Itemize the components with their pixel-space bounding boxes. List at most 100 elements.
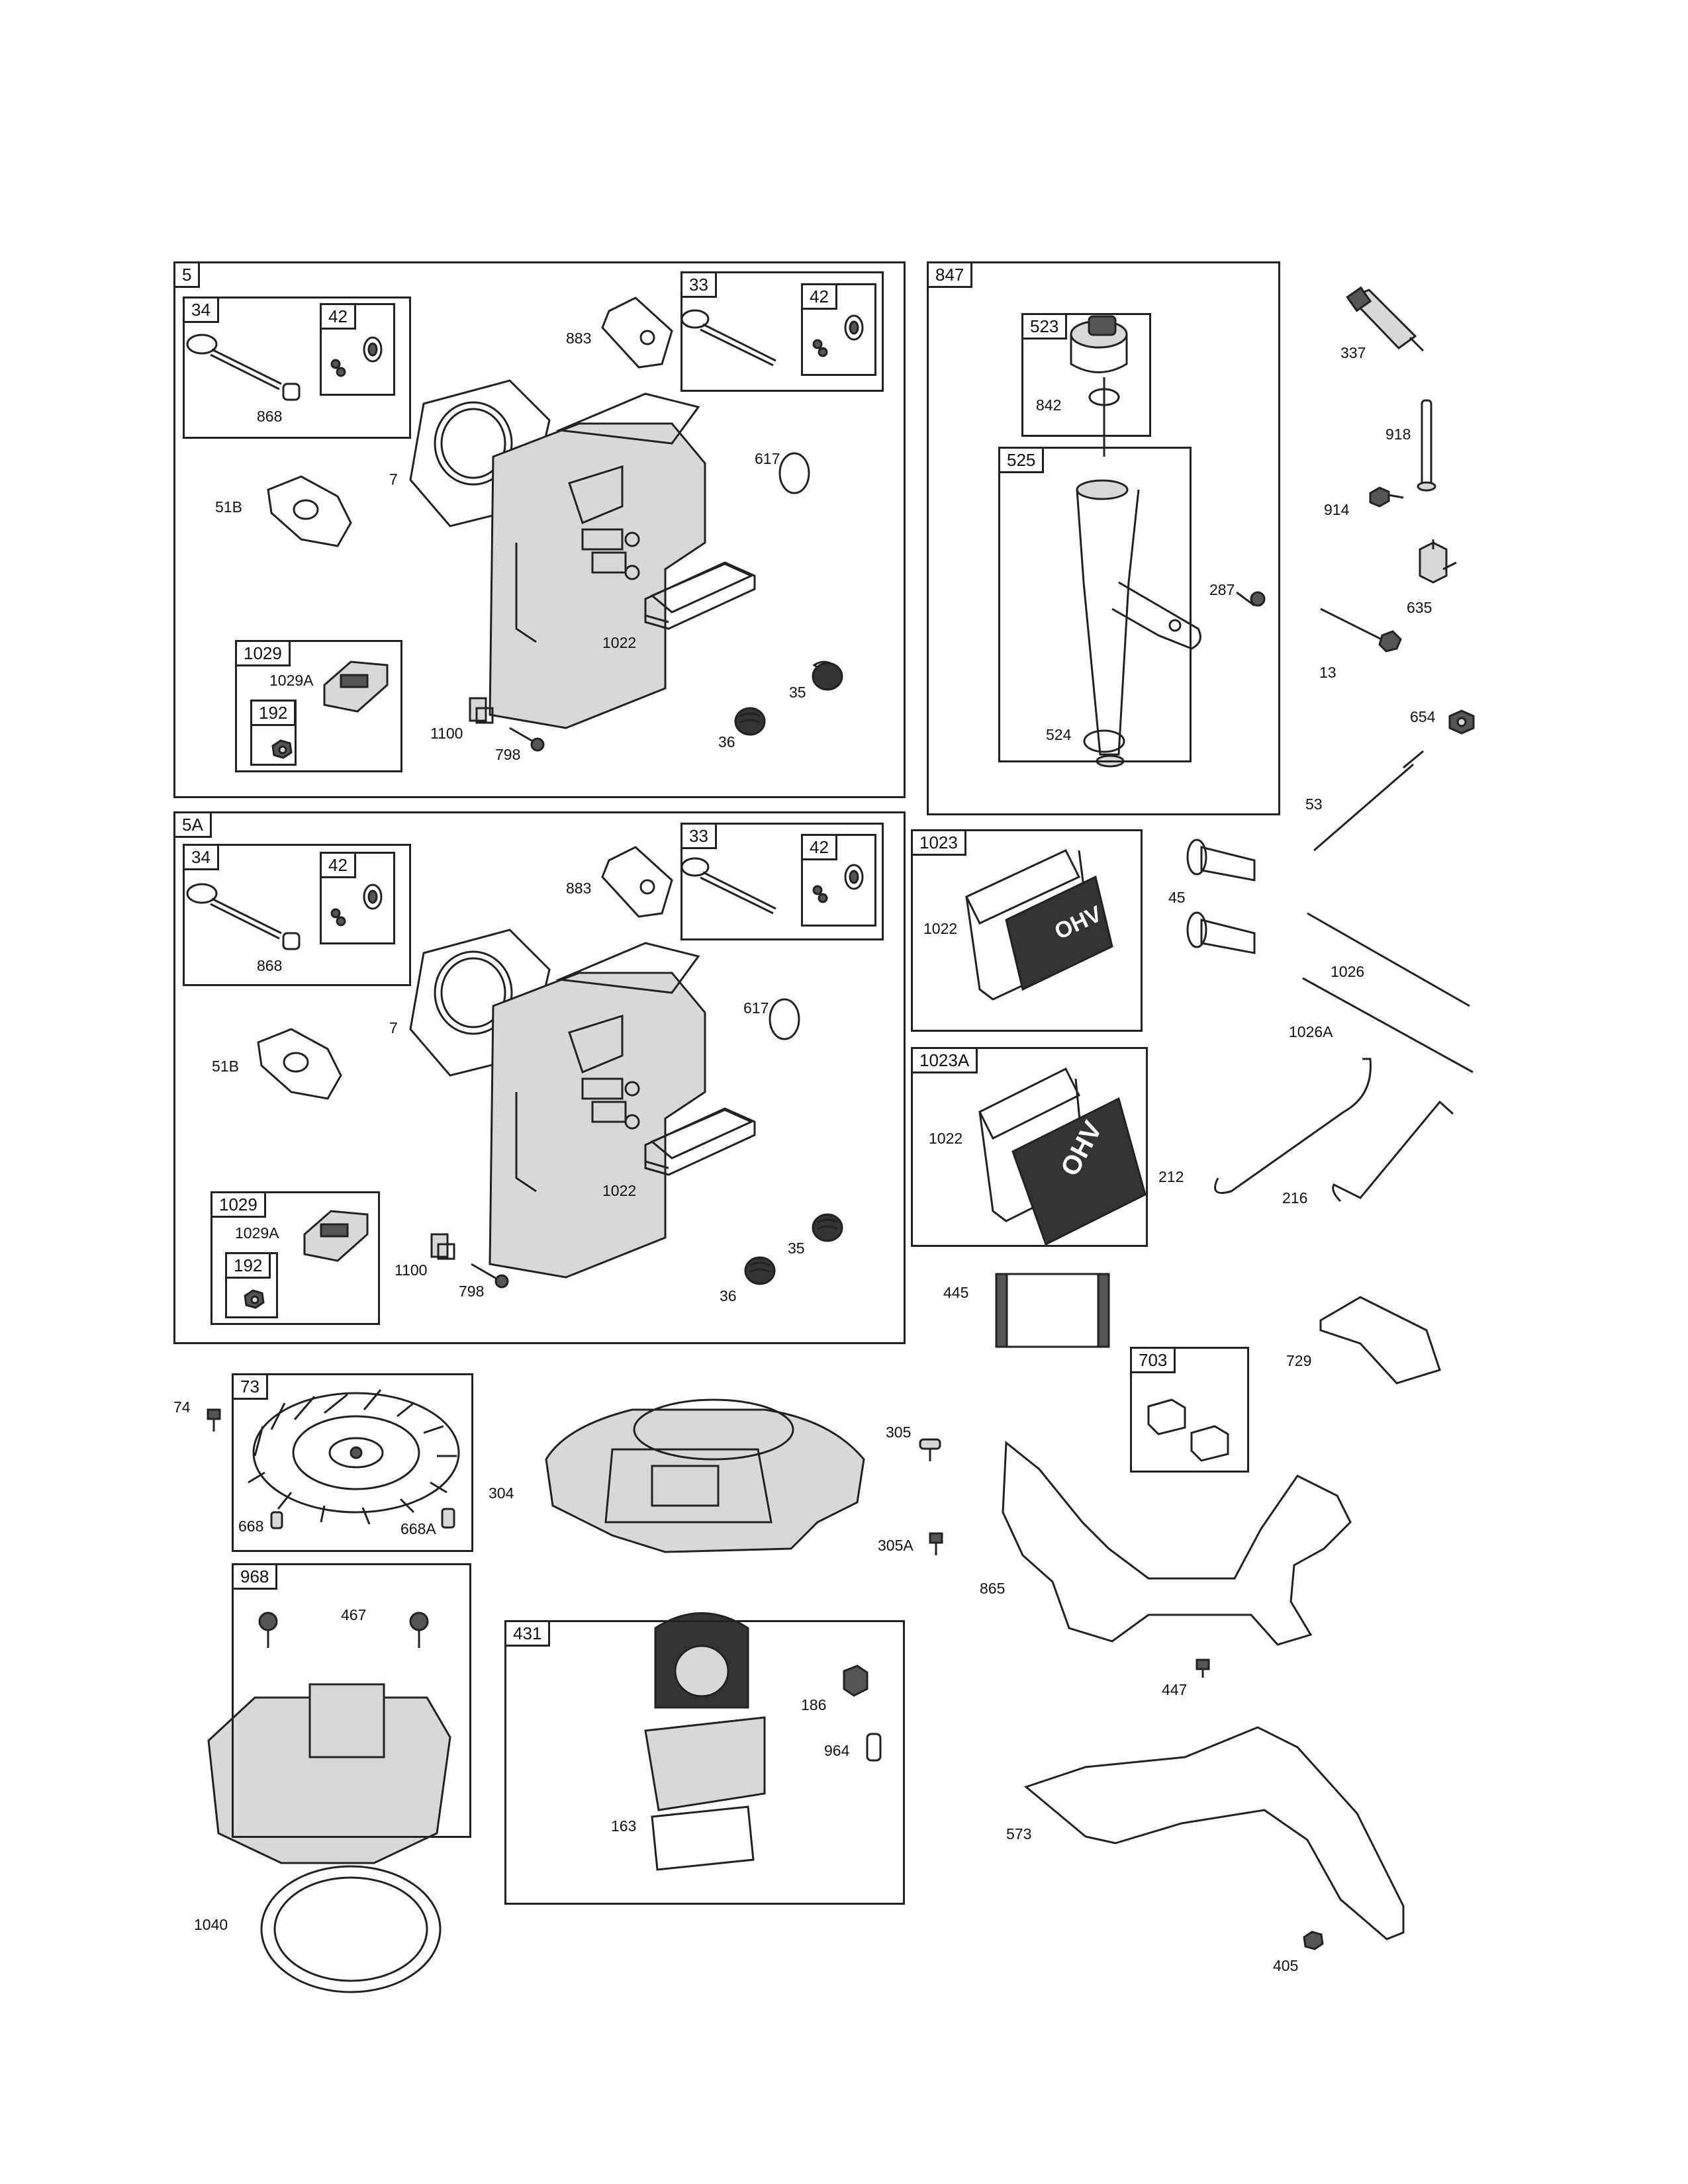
callout-305A[interactable]: 305A	[878, 1537, 914, 1554]
callout-1026[interactable]: 1026	[1331, 963, 1365, 980]
callout-868s[interactable]: 868	[257, 957, 283, 974]
box-tag-1029[interactable]: 1029	[235, 640, 291, 666]
callout-1022c[interactable]: 1022	[929, 1130, 963, 1147]
callout-668[interactable]: 668	[238, 1518, 264, 1535]
callout-445[interactable]: 445	[943, 1284, 969, 1301]
callout-842[interactable]: 842	[1036, 396, 1062, 414]
box-tag-42s[interactable]: 42	[320, 852, 356, 878]
callout-13[interactable]: 13	[1319, 664, 1336, 681]
callout-7[interactable]: 7	[389, 471, 398, 488]
callout-668A[interactable]: 668A	[400, 1520, 436, 1537]
box-tag-847[interactable]: 847	[927, 261, 973, 288]
box-tag-5[interactable]: 5	[173, 261, 201, 288]
callout-868[interactable]: 868	[257, 408, 283, 425]
link-212-art	[1214, 1058, 1372, 1194]
ring-1040-art	[260, 1865, 442, 1993]
box-tag-42[interactable]: 42	[320, 303, 356, 330]
callout-1029A[interactable]: 1029A	[269, 672, 314, 689]
callout-467[interactable]: 467	[341, 1606, 367, 1623]
assembly-box-703: 703	[1130, 1347, 1249, 1473]
assembly-box-1029s: 1029	[211, 1191, 380, 1325]
callout-447[interactable]: 447	[1162, 1681, 1188, 1698]
callout-524[interactable]: 524	[1046, 726, 1072, 743]
box-tag-33[interactable]: 33	[680, 271, 717, 298]
callout-617[interactable]: 617	[755, 450, 780, 467]
callout-798[interactable]: 798	[495, 746, 521, 763]
callout-35[interactable]: 35	[789, 684, 806, 701]
callout-1022s[interactable]: 1022	[602, 1182, 637, 1199]
callout-798s[interactable]: 798	[459, 1283, 485, 1300]
assembly-box-1023A: 1023A	[911, 1047, 1148, 1247]
box-tag-73[interactable]: 73	[232, 1373, 268, 1400]
callout-337[interactable]: 337	[1340, 344, 1366, 361]
callout-1100[interactable]: 1100	[430, 725, 463, 742]
callout-1040[interactable]: 1040	[194, 1916, 228, 1933]
callout-883[interactable]: 883	[566, 330, 592, 347]
callout-573[interactable]: 573	[1006, 1825, 1032, 1843]
callout-53[interactable]: 53	[1305, 796, 1323, 813]
screw-74-art	[207, 1408, 221, 1432]
callout-883s[interactable]: 883	[566, 880, 592, 897]
box-tag-42b[interactable]: 42	[801, 283, 837, 310]
callout-304[interactable]: 304	[489, 1484, 514, 1502]
assembly-box-968: 968	[232, 1563, 471, 1838]
callout-287[interactable]: 287	[1209, 581, 1235, 598]
box-tag-33s[interactable]: 33	[680, 823, 717, 849]
keeper-42s-art	[330, 884, 383, 927]
box-tag-1023A[interactable]: 1023A	[911, 1047, 978, 1073]
box-tag-525[interactable]: 525	[998, 447, 1045, 473]
callout-918[interactable]: 918	[1385, 426, 1411, 443]
bolt-914-art	[1369, 486, 1404, 508]
callout-1022b[interactable]: 1022	[923, 920, 958, 937]
callout-36s[interactable]: 36	[720, 1287, 737, 1304]
callout-1026A[interactable]: 1026A	[1289, 1023, 1333, 1040]
box-tag-1029s[interactable]: 1029	[211, 1191, 266, 1218]
box-tag-192[interactable]: 192	[250, 700, 297, 726]
callout-186[interactable]: 186	[801, 1696, 827, 1713]
callout-51B[interactable]: 51B	[215, 498, 242, 516]
dowel-918-art	[1417, 399, 1436, 492]
callout-305[interactable]: 305	[886, 1424, 912, 1441]
callout-1022[interactable]: 1022	[602, 634, 637, 651]
callout-216[interactable]: 216	[1282, 1189, 1308, 1206]
callout-405[interactable]: 405	[1273, 1957, 1299, 1974]
callout-654[interactable]: 654	[1410, 708, 1436, 725]
box-tag-968[interactable]: 968	[232, 1563, 278, 1590]
spring-36-art	[734, 707, 766, 736]
cover-968-art	[207, 1612, 451, 1864]
callout-617s[interactable]: 617	[743, 999, 769, 1017]
assembly-box-523: 523	[1021, 313, 1151, 437]
callout-1029As[interactable]: 1029A	[235, 1224, 279, 1242]
callout-45[interactable]: 45	[1168, 889, 1186, 906]
intake-431-art	[644, 1612, 766, 1871]
assembly-box-525: 525	[998, 447, 1192, 762]
box-tag-1023[interactable]: 1023	[911, 829, 966, 856]
callout-635[interactable]: 635	[1407, 599, 1432, 616]
callout-163[interactable]: 163	[611, 1817, 637, 1835]
callout-74[interactable]: 74	[173, 1398, 191, 1416]
sleeve-964-art	[866, 1733, 882, 1762]
elbow-186-art	[843, 1664, 868, 1697]
box-tag-42bs[interactable]: 42	[801, 834, 837, 860]
callout-212[interactable]: 212	[1158, 1168, 1184, 1185]
box-tag-523[interactable]: 523	[1021, 313, 1068, 340]
cover-gasket-1022-art	[644, 561, 756, 630]
callout-729[interactable]: 729	[1286, 1352, 1312, 1369]
breather-1029A-art	[323, 660, 389, 713]
box-tag-34s[interactable]: 34	[183, 844, 219, 870]
callout-35s[interactable]: 35	[788, 1240, 805, 1257]
callout-964[interactable]: 964	[824, 1742, 850, 1759]
box-tag-431[interactable]: 431	[504, 1620, 551, 1647]
callout-1100s[interactable]: 1100	[395, 1261, 428, 1279]
callout-7s[interactable]: 7	[389, 1019, 398, 1036]
box-tag-703[interactable]: 703	[1130, 1347, 1176, 1373]
box-tag-192s[interactable]: 192	[225, 1252, 271, 1279]
box-tag-34[interactable]: 34	[183, 296, 219, 323]
assembly-box-847: 847	[927, 261, 1280, 815]
cover-gasket-1022s-art	[644, 1107, 756, 1176]
callout-914[interactable]: 914	[1324, 501, 1350, 518]
callout-865[interactable]: 865	[980, 1580, 1006, 1597]
callout-36[interactable]: 36	[718, 733, 735, 751]
callout-51Bs[interactable]: 51B	[212, 1058, 239, 1075]
box-tag-5A[interactable]: 5A	[173, 811, 212, 838]
